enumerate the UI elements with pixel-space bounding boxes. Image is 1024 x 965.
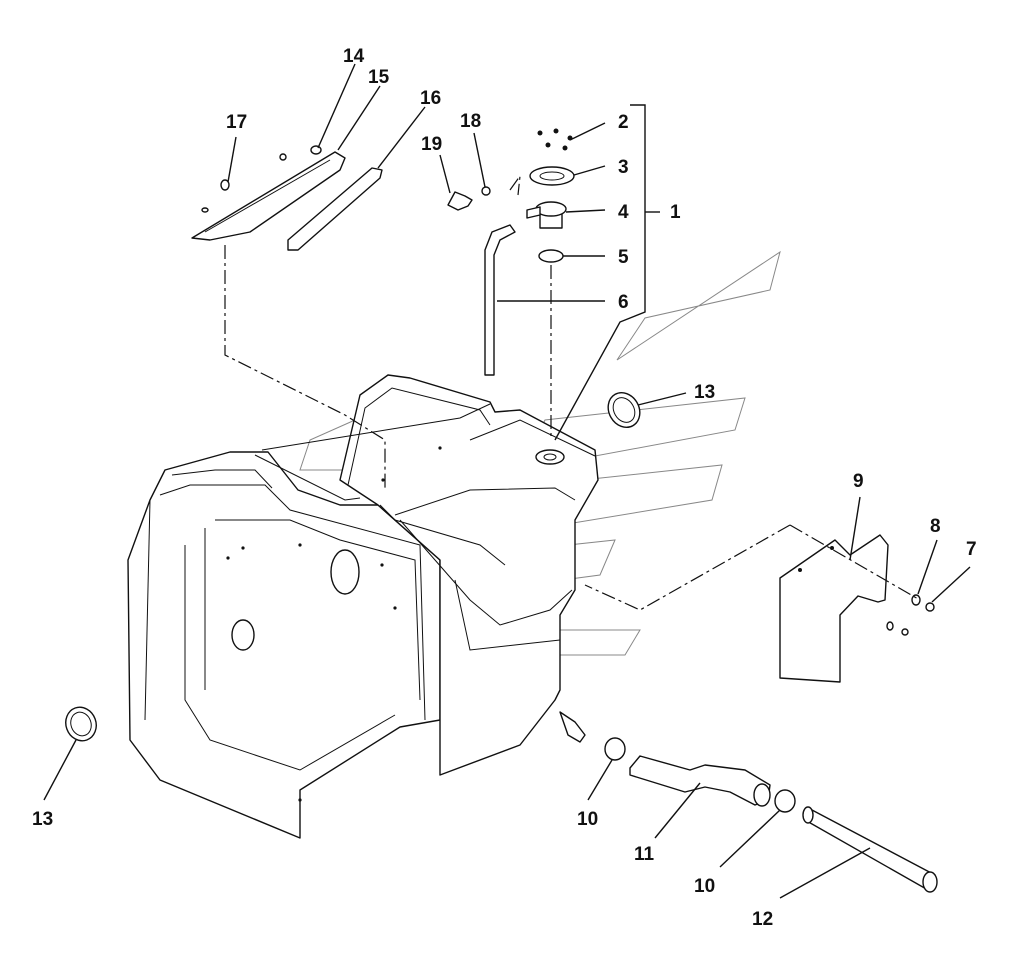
tank-port-round	[330, 549, 360, 595]
hose-clamp-10a	[604, 737, 626, 761]
grommet-13-upper	[607, 392, 641, 428]
nut-7	[925, 602, 935, 612]
callout-5: 5	[618, 247, 629, 268]
callout-1: 1	[670, 202, 681, 223]
fuel-sender-assembly	[526, 128, 575, 263]
hose-clamp-10b	[774, 789, 796, 813]
callout-8: 8	[930, 516, 941, 537]
callout-3: 3	[618, 157, 629, 178]
callout-6: 6	[618, 292, 629, 313]
callout-19: 19	[421, 134, 442, 155]
callout-10-left: 10	[577, 809, 598, 830]
hose-11	[629, 755, 771, 806]
callout-2: 2	[618, 112, 629, 133]
tank-port-small	[231, 619, 255, 651]
pipe-12	[804, 809, 936, 891]
fuel-tube-6	[484, 224, 516, 376]
callout-9: 9	[853, 471, 864, 492]
elbow-fitting-19	[447, 191, 473, 211]
callout-15: 15	[368, 67, 390, 88]
callout-7: 7	[966, 539, 977, 560]
tank-outlet-nipple	[559, 711, 586, 743]
cover-plate-9	[779, 534, 889, 683]
clip-18	[481, 186, 491, 196]
hole	[201, 207, 209, 213]
callout-11: 11	[634, 844, 655, 865]
nut-14	[310, 145, 322, 155]
callout-4: 4	[618, 202, 629, 223]
callout-18: 18	[460, 111, 481, 132]
callout-16: 16	[420, 88, 441, 109]
callout-13-lower: 13	[32, 809, 53, 830]
o-ring-5	[538, 249, 564, 263]
callout-14: 14	[343, 46, 365, 67]
nut	[901, 628, 909, 636]
strap	[287, 167, 383, 251]
tank-filler-neck	[535, 449, 565, 465]
callout-17: 17	[226, 112, 247, 133]
callout-13-upper: 13	[694, 382, 715, 403]
sender-ring-3	[529, 166, 575, 186]
bolt-17	[220, 179, 230, 191]
mounting-bracket	[191, 151, 346, 241]
washer	[886, 621, 894, 631]
grommet-13-lower	[65, 706, 97, 742]
callout-12: 12	[752, 909, 773, 930]
fuel-tank	[127, 374, 599, 839]
washer	[279, 153, 287, 161]
washer-8	[911, 594, 921, 606]
callout-10-right: 10	[694, 876, 715, 897]
